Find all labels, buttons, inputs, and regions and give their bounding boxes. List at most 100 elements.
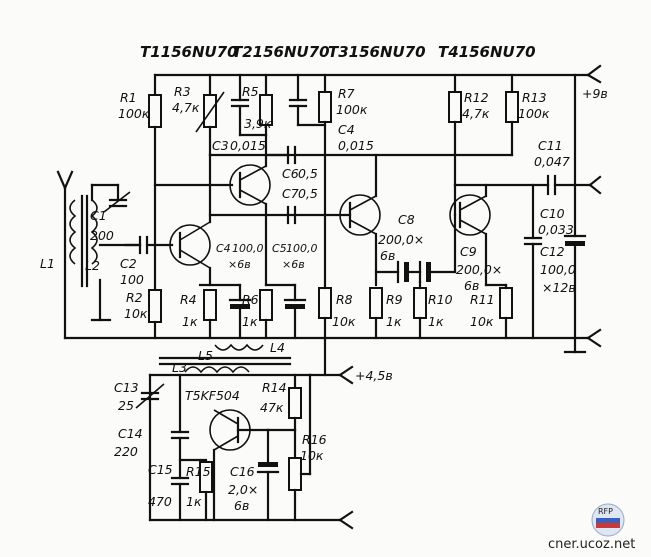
label-c5-voltage: ×6в [282, 258, 305, 271]
label-r6: R6 [242, 292, 259, 307]
watermark: RFP cner.ucoz.net [548, 503, 635, 552]
resistor-r14 [288, 387, 302, 419]
label-c8-voltage: 6в [380, 248, 395, 263]
label-c6: C6 [282, 166, 299, 181]
label-r13: R13 [522, 90, 547, 105]
capacitor-c14 [170, 373, 190, 480]
label-r6-value: 1к [242, 314, 258, 329]
label-c4b: C4 [216, 242, 231, 255]
label-r12: R12 [464, 90, 489, 105]
label-r16-value: 10к [300, 448, 324, 463]
label-c5: C5 [272, 242, 287, 255]
transistor-t2 [229, 133, 271, 287]
label-r13-value: 100к [518, 106, 550, 121]
label-r7: R7 [338, 86, 355, 101]
label-c11: C11 [538, 138, 563, 153]
header-t2: T2156NU70 [232, 43, 330, 61]
resistor-r6 [259, 289, 273, 321]
label-r3-value: 4,7к [172, 100, 200, 115]
label-r4: R4 [180, 292, 197, 307]
label-c15: C15 [148, 462, 173, 477]
label-c3: C3 [212, 138, 229, 153]
label-c16: C16 [230, 464, 255, 479]
resistor-r7 [318, 91, 332, 123]
label-plus9: +9в [582, 86, 608, 101]
label-c13-value: 25 [118, 398, 134, 413]
header-t4: T4156NU70 [438, 43, 536, 61]
coil-l4 [214, 343, 264, 351]
label-r8: R8 [336, 292, 353, 307]
capacitor-c11 [546, 174, 602, 196]
label-c9-value: 200,0× [456, 262, 502, 277]
label-r11: R11 [470, 292, 495, 307]
capacitor-c2 [124, 235, 174, 255]
label-c3-value: 0,015 [230, 138, 266, 153]
label-l3: L3 [172, 360, 187, 375]
capacitor-c15 [170, 476, 190, 522]
label-c16-value: 2,0× [228, 482, 258, 497]
label-c7-value: 0,5 [298, 186, 318, 201]
capacitor-c12-electrolytic [563, 73, 587, 354]
label-l2: L2 [85, 258, 100, 273]
label-c14: C14 [118, 426, 143, 441]
label-r2: R2 [126, 290, 143, 305]
capacitor-c10 [523, 183, 543, 340]
capacitor-c6 [264, 145, 297, 165]
label-c12-voltage: ×12в [542, 280, 576, 295]
resistor-r11 [499, 287, 513, 319]
resistor-r1 [148, 94, 162, 128]
oscillator-coils [148, 343, 312, 522]
coil-l2 [90, 199, 98, 265]
label-r8-value: 10к [332, 314, 356, 329]
label-r2-value: 10к [124, 306, 148, 321]
label-plus45: +4,5в [355, 368, 393, 383]
resistor-r10 [413, 287, 427, 319]
resistor-r2 [148, 289, 162, 323]
label-r1: R1 [120, 90, 137, 105]
label-r15: R15 [186, 464, 211, 479]
label-c1-value: 200 [90, 228, 114, 243]
label-r3: R3 [174, 84, 191, 99]
label-r10-value: 1к [428, 314, 444, 329]
label-r1-value: 100к [118, 106, 150, 121]
label-c2: C2 [120, 256, 137, 271]
label-r14: R14 [262, 380, 287, 395]
antenna-input [56, 170, 142, 340]
label-c13: C13 [114, 380, 139, 395]
label-c11-value: 0,047 [534, 154, 570, 169]
label-c7: C7 [282, 186, 299, 201]
transistor-t5 [178, 409, 270, 522]
capacitor-c13 [135, 383, 165, 409]
resistor-r8 [318, 287, 332, 319]
capacitor-c7 [286, 205, 297, 225]
label-r5: R5 [242, 84, 259, 99]
label-r4-value: 1к [182, 314, 198, 329]
label-r5-value: 3,9к [244, 116, 272, 131]
label-c9: C9 [460, 244, 477, 259]
label-c9-voltage: 6в [464, 278, 479, 293]
capacitor-c9 [418, 260, 457, 284]
transistor-t4 [449, 183, 491, 287]
label-c5-value: 100,0 [286, 242, 318, 255]
capacitor-c4-electrolytic [228, 283, 252, 340]
label-r9: R9 [386, 292, 403, 307]
label-c14-value: 220 [114, 444, 138, 459]
label-c4: C4 [338, 122, 355, 137]
label-c15-value: 470 [148, 494, 172, 509]
resistor-r4 [203, 289, 217, 321]
label-r11-value: 10к [470, 314, 494, 329]
label-c6-value: 0,5 [298, 166, 318, 181]
label-c4-value: 0,015 [338, 138, 374, 153]
label-r9-value: 1к [386, 314, 402, 329]
label-c8: C8 [398, 212, 415, 227]
label-r14-value: 47к [260, 400, 284, 415]
watermark-site: cner.ucoz.net [548, 537, 635, 552]
label-l1: L1 [40, 256, 55, 271]
label-c16-voltage: 6в [234, 498, 249, 513]
label-c10-value: 0,033 [538, 222, 574, 237]
header-t3: T3156NU70 [328, 43, 426, 61]
capacitor-c3 [230, 73, 268, 137]
label-c8-value: 200,0× [378, 232, 424, 247]
